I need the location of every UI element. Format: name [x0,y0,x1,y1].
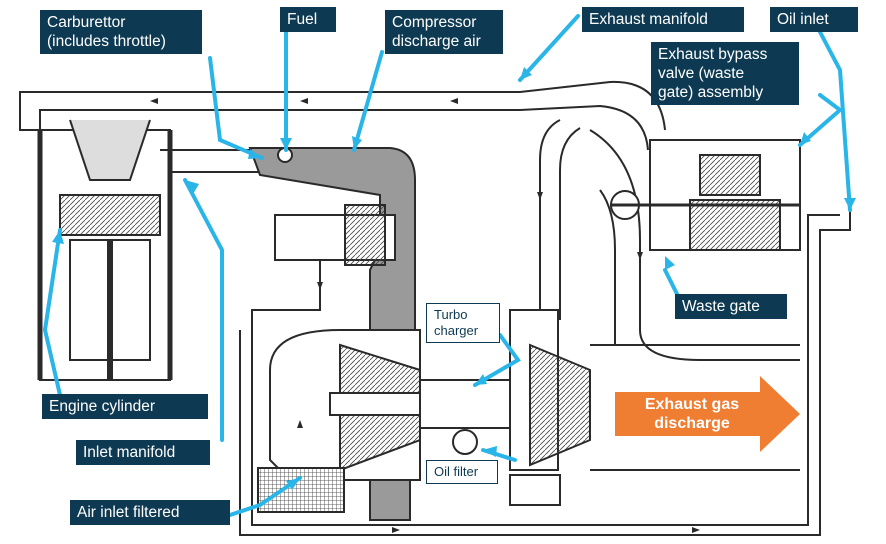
label-exhaust-gas-discharge: Exhaust gas discharge [644,396,740,432]
label-air-inlet-filtered: Air inlet filtered [70,500,230,525]
label-fuel: Fuel [280,7,336,32]
label-oil-filter: Oil filter [426,460,498,484]
label-waste-gate: Waste gate [675,294,787,319]
exhaust-discharge-arrow [615,376,800,452]
carburettor [274,147,396,266]
flow-arrows [150,98,700,533]
leader-arrowheads [52,67,856,490]
inlet-manifold-pipe [160,149,260,173]
leader-lines [42,14,852,517]
label-exhaust-manifold: Exhaust manifold [582,7,744,32]
label-exhaust-bypass-valve: Exhaust bypass valve (waste gate) assemb… [651,42,799,105]
label-inlet-manifold: Inlet manifold [76,440,210,465]
label-compressor-discharge-air: Compressor discharge air [385,10,503,54]
label-oil-inlet: Oil inlet [770,7,858,32]
waste-gate-assembly [610,139,801,251]
turbo-shaft [329,379,541,455]
label-engine-cylinder: Engine cylinder [42,394,208,419]
engine-cylinder [37,119,173,381]
exhaust-duct [19,80,800,361]
label-turbo-charger: Turbo charger [426,303,500,343]
label-carburettor: Carburettor (includes throttle) [40,10,202,54]
turbine-housing [509,309,800,506]
oil-line [239,200,851,536]
